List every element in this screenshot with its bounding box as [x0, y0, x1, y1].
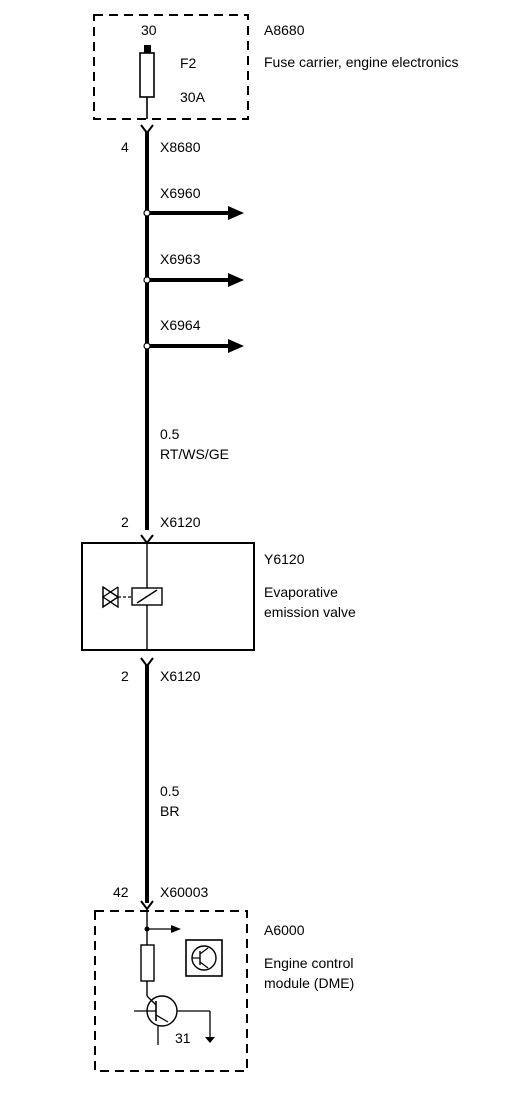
ground-icon [205, 1037, 215, 1043]
branch-arrow-x6963 [228, 273, 244, 287]
branch-arrow-x6960 [228, 206, 244, 220]
fuse-name-label: F2 [180, 55, 197, 71]
fuse-terminal-label: 30 [141, 22, 157, 38]
wire-lower-gauge: 0.5 [160, 783, 180, 799]
fuse-cap [144, 45, 151, 53]
fuse-carrier-description: Fuse carrier, engine electronics [264, 54, 459, 70]
valve-description-line2: emission valve [264, 604, 356, 620]
ecm-transistor-emitter [155, 1014, 169, 1023]
branch-arrow-x6964 [228, 339, 244, 353]
ecm-pin: 42 [113, 884, 129, 900]
wire-lower-color: BR [160, 803, 180, 819]
connector-x6120-in-symbol [140, 534, 154, 545]
branch-label-x6960: X6960 [160, 185, 201, 201]
ecm-description-line2: module (DME) [264, 975, 355, 991]
connector-x60003-label: X60003 [160, 884, 209, 900]
fuse-carrier-pin: 4 [121, 139, 129, 155]
connector-x8680-symbol [140, 124, 154, 135]
valve-pin-out: 2 [121, 668, 129, 684]
ecm-resistor [140, 944, 155, 982]
wire-upper-gauge: 0.5 [160, 426, 180, 442]
branch-label-x6963: X6963 [160, 251, 201, 267]
ecm-transistor-collector [146, 995, 157, 1006]
fuse-carrier-box [93, 14, 249, 120]
ecm-id: A6000 [264, 922, 305, 938]
transistor-icon-emitter [199, 961, 209, 969]
ecm-description-line1: Engine control [264, 955, 354, 971]
ecm-ground-terminal: 31 [175, 1030, 191, 1046]
ecm-box [94, 910, 248, 1072]
ecm-signal-arrow [171, 925, 181, 933]
valve-pin-in: 2 [121, 514, 129, 530]
valve-id: Y6120 [264, 551, 305, 567]
splice-x6960 [143, 209, 151, 217]
splice-x6964 [143, 342, 151, 350]
valve-box [81, 542, 255, 651]
valve-description-line1: Evaporative [264, 584, 338, 600]
valve-bowtie-icon [102, 585, 120, 609]
fuse-rating-label: 30A [180, 89, 205, 105]
wire-upper-color: RT/WS/GE [160, 446, 229, 462]
splice-x6963 [143, 276, 151, 284]
valve-bowtie-icon-lower [101, 586, 119, 609]
branch-label-x6964: X6964 [160, 317, 201, 333]
connector-x60003-symbol [140, 900, 154, 911]
connector-x6120-out-symbol [140, 657, 154, 668]
fuse-symbol [139, 52, 155, 98]
connector-x6120-in-label: X6120 [160, 514, 201, 530]
connector-x8680-label: X8680 [160, 139, 201, 155]
fuse-carrier-id: A8680 [264, 22, 305, 38]
connector-x6120-out-label: X6120 [160, 668, 201, 684]
solenoid-coil-slash [136, 589, 158, 604]
transistor-icon-collector [199, 947, 209, 955]
